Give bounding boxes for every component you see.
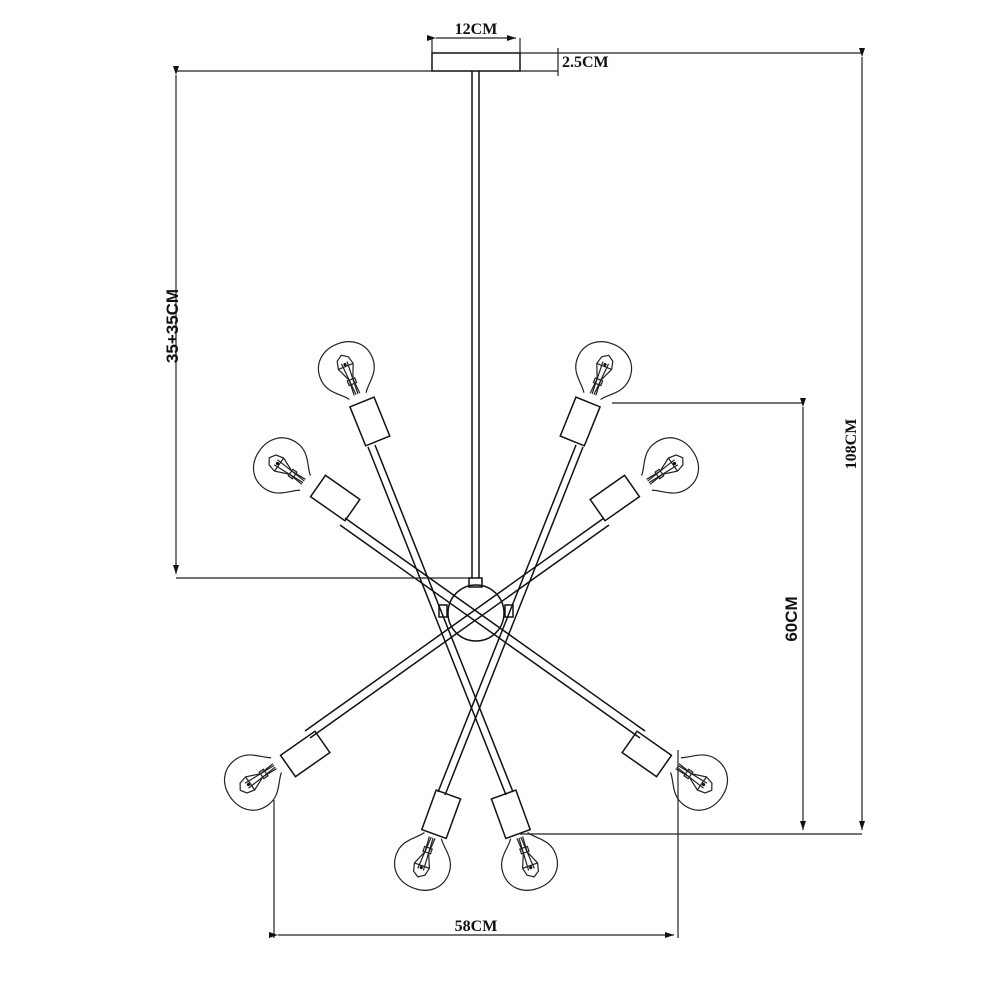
- dim-total-height: 108CM: [520, 48, 865, 835]
- dim-canopy-height: 2.5CM: [520, 48, 862, 76]
- arm-upper-right: [437, 444, 584, 796]
- dim-rod-length: 35+35CM: [163, 66, 469, 579]
- bulb-icon-low-right: [659, 741, 739, 821]
- bulb-icon-top-right: [565, 333, 640, 408]
- canopy-width-label: 12CM: [455, 21, 498, 38]
- bulb-icon-bottom-left: [386, 825, 460, 899]
- canopy: [431, 52, 521, 72]
- body-height-label: 60CM: [782, 596, 801, 641]
- socket-top-right: [559, 396, 601, 447]
- arm-mid-right: [304, 517, 610, 739]
- bulb-icon-mid-left: [242, 427, 322, 507]
- arm-upper-left: [367, 444, 514, 796]
- dim-body-height: 60CM: [612, 398, 806, 830]
- rod-length-label: 35+35CM: [163, 289, 182, 363]
- socket-top-left: [349, 396, 391, 447]
- socket-bottom-left: [421, 789, 462, 840]
- socket-bottom-right: [490, 789, 531, 840]
- bulb-icon-bottom-right: [492, 825, 566, 899]
- arm-mid-left: [339, 517, 646, 739]
- body-width-label: 58CM: [455, 918, 498, 935]
- canopy-height-label: 2.5CM: [562, 54, 609, 71]
- socket-low-right: [621, 730, 673, 778]
- dim-body-width: 58CM: [269, 750, 679, 938]
- socket-mid-right: [589, 474, 641, 522]
- dim-canopy-width: 12CM: [427, 21, 521, 53]
- bulb-icon-low-left: [213, 741, 293, 821]
- total-height-label: 108CM: [843, 419, 860, 470]
- bulb-icon-mid-right: [630, 427, 710, 507]
- socket-mid-left: [309, 474, 361, 522]
- bulb-icon-top-left: [310, 333, 385, 408]
- socket-low-left: [279, 730, 331, 778]
- suspension-rod: [468, 71, 483, 588]
